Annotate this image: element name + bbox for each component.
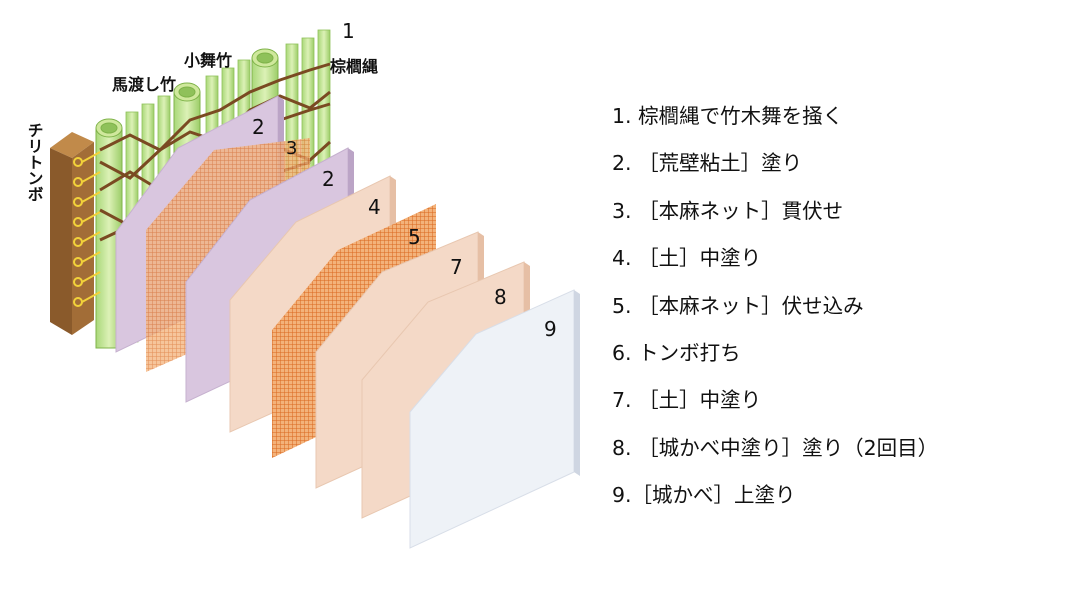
tonbo-rings — [73, 151, 101, 307]
label-layer-9: 9 — [544, 317, 557, 341]
legend-item: 2. ［荒壁粘土］塗り — [612, 151, 803, 176]
legend-item: 3. ［本麻ネット］貫伏せ — [612, 198, 844, 223]
legend-item: 6. トンボ打ち — [612, 340, 741, 365]
chiri-tonbo-post — [50, 132, 101, 335]
label-layer-8: 8 — [494, 285, 507, 309]
label-layer-7: 7 — [450, 255, 463, 279]
legend-item: 4. ［土］中塗り — [612, 246, 762, 271]
label-layer-5: 5 — [408, 225, 421, 249]
label-komai-take: 小舞竹 — [184, 51, 232, 70]
process-legend: 1. 棕櫚縄で竹木舞を掻く 2. ［荒壁粘土］塗り 3. ［本麻ネット］貫伏せ … — [612, 96, 1072, 523]
legend-item: 7. ［土］中塗り — [612, 388, 762, 413]
layer-shirokabe-uwanuri — [409, 289, 580, 549]
wall-layer-diagram: 1 棕櫚縄 小舞竹 馬渡し竹 チリトンボ 2 3 2 4 5 7 8 9 — [25, 19, 580, 549]
label-mawatashi-take: 馬渡し竹 — [112, 75, 176, 94]
label-layer-4: 4 — [368, 195, 381, 219]
label-layer-1: 1 — [342, 19, 355, 43]
legend-item: 1. 棕櫚縄で竹木舞を掻く — [612, 104, 844, 128]
label-layer-2a: 2 — [252, 115, 265, 139]
label-shuro-nawa: 棕櫚縄 — [330, 57, 378, 76]
legend-item: 8. ［城かべ中塗り］塗り（2回目） — [612, 435, 939, 460]
label-layer-3: 3 — [286, 138, 297, 159]
label-layer-2b: 2 — [322, 167, 335, 191]
legend-item: 5. ［本麻ネット］伏せ込み — [612, 293, 864, 318]
legend-item: 9.［城かべ］上塗り — [612, 483, 796, 508]
label-chiri-tonbo: チリトンボ — [25, 122, 44, 202]
